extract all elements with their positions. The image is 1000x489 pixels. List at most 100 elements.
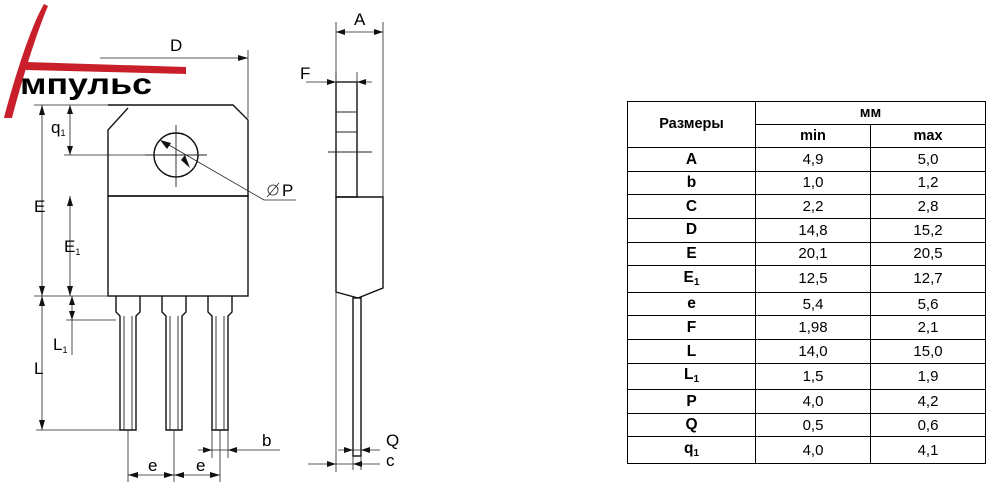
header-dimensions: Размеры — [627, 101, 756, 148]
row-dimension-name: P — [627, 389, 756, 414]
dimension-l1: L1 — [53, 296, 116, 355]
label-e-pitch-2: e — [196, 456, 205, 475]
row-min-value: 12,5 — [755, 265, 871, 293]
label-q1: q1 — [51, 118, 65, 138]
row-dimension-name: C — [627, 194, 756, 219]
row-max-value: 2,8 — [869, 194, 987, 219]
header-unit: мм — [754, 101, 987, 125]
row-min-value: 20,1 — [755, 241, 871, 267]
row-max-value: 5,0 — [869, 147, 987, 172]
label-d: D — [170, 36, 182, 55]
row-dimension-name: e — [627, 291, 756, 317]
row-min-value: 4,0 — [755, 436, 871, 464]
label-e1: E1 — [64, 237, 80, 257]
row-max-value: 4,1 — [869, 436, 987, 464]
side-body-outline — [335, 196, 384, 299]
row-min-value: 1,0 — [755, 170, 871, 196]
header-max: max — [869, 124, 987, 148]
row-dimension-name: q1 — [627, 436, 756, 464]
dimension-l: L — [34, 296, 120, 431]
package-drawing: мпульс D — [4, 4, 399, 482]
logo-bar — [26, 62, 186, 74]
dimension-f: F — [300, 64, 372, 88]
row-min-value: 14,8 — [755, 217, 871, 243]
row-max-value: 12,7 — [869, 265, 987, 293]
side-tab-outline — [335, 81, 358, 198]
dimension-b: b — [198, 430, 280, 458]
label-a: A — [354, 10, 366, 29]
row-max-value: 1,9 — [869, 362, 987, 391]
row-dimension-name: F — [627, 315, 756, 340]
label-l: L — [34, 359, 43, 378]
dimension-q: Q — [338, 431, 399, 470]
dimension-c: c — [308, 292, 395, 472]
row-min-value: 2,2 — [755, 194, 871, 219]
lead-left — [115, 296, 141, 431]
dimension-a: A — [335, 10, 384, 197]
dimension-e1: E1 — [64, 196, 80, 296]
row-min-value: 1,98 — [755, 315, 871, 340]
dimension-d: D — [100, 36, 249, 118]
row-min-value: 5,4 — [755, 291, 871, 317]
label-b: b — [262, 431, 271, 450]
row-dimension-name: L — [627, 338, 756, 364]
label-c: c — [386, 451, 395, 470]
lead-center — [161, 296, 187, 431]
dimension-e-pitch: e e — [127, 430, 221, 482]
label-e-pitch-1: e — [148, 456, 157, 475]
logo-swoosh — [4, 4, 48, 118]
row-dimension-name: D — [627, 217, 756, 243]
side-lead — [352, 297, 362, 457]
label-f: F — [300, 64, 310, 83]
row-max-value: 15,2 — [869, 217, 987, 243]
row-max-value: 20,5 — [869, 241, 987, 267]
row-min-value: 4,0 — [755, 389, 871, 414]
dimension-e: E — [34, 104, 108, 297]
row-dimension-name: E1 — [627, 265, 756, 293]
label-q: Q — [386, 431, 399, 450]
row-min-value: 0,5 — [755, 412, 871, 438]
front-view: D E q1 E1 — [34, 36, 296, 482]
label-p: P — [282, 181, 293, 200]
row-max-value: 0,6 — [869, 412, 987, 438]
row-max-value: 4,2 — [869, 389, 987, 414]
row-dimension-name: Q — [627, 412, 756, 438]
row-max-value: 2,1 — [869, 315, 987, 340]
side-view: A F Q c — [300, 10, 399, 472]
label-l1: L1 — [53, 335, 67, 355]
label-e: E — [34, 197, 45, 216]
row-dimension-name: L1 — [627, 362, 756, 391]
logo-text: мпульс — [20, 68, 152, 101]
header-min: min — [755, 124, 871, 148]
lead-right — [207, 296, 233, 431]
row-max-value: 5,6 — [869, 291, 987, 317]
row-max-value: 1,2 — [869, 170, 987, 196]
row-min-value: 1,5 — [755, 362, 871, 391]
row-min-value: 14,0 — [755, 338, 871, 364]
row-min-value: 4,9 — [755, 147, 871, 172]
dimension-p: P — [160, 140, 296, 201]
row-dimension-name: b — [627, 170, 756, 196]
row-max-value: 15,0 — [869, 338, 987, 364]
diameter-icon — [266, 182, 280, 198]
package-body — [107, 195, 249, 297]
company-logo: мпульс — [4, 4, 186, 118]
row-dimension-name: E — [627, 241, 756, 267]
row-dimension-name: A — [627, 147, 756, 172]
dimension-q1: q1 — [51, 105, 150, 156]
